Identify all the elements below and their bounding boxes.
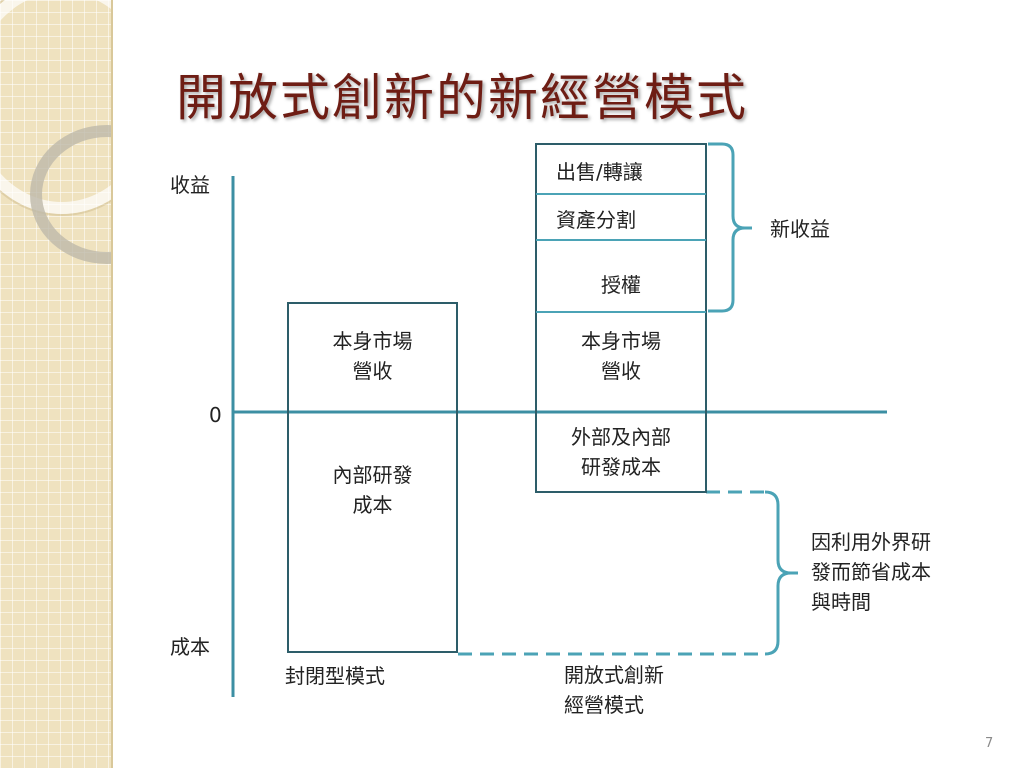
open-model-caption: 開放式創新 經營模式 [564, 660, 664, 720]
open-model-caption-line1: 開放式創新 [564, 663, 664, 687]
savings-label: 因利用外界研 發而節省成本 與時間 [811, 527, 931, 617]
segment-rd-cost-line2: 研發成本 [581, 455, 661, 479]
closed-model-revenue-line1: 本身市場 [332, 329, 413, 353]
axis-label-zero: 0 [209, 403, 222, 427]
divider-license-revenue [536, 311, 706, 313]
segment-sale-transfer: 出售/轉讓 [556, 160, 643, 184]
sidebar-divider [111, 0, 113, 768]
segment-spin-off: 資產分割 [556, 208, 636, 232]
new-revenue-label: 新收益 [770, 217, 830, 241]
savings-label-line3: 與時間 [811, 590, 871, 614]
decorative-sidebar [0, 0, 113, 768]
closed-model-cost-line1: 內部研發 [332, 463, 413, 487]
open-model-box [535, 143, 707, 493]
axis-label-cost: 成本 [170, 635, 210, 659]
segment-licensing: 授權 [601, 273, 641, 297]
segment-rd-cost: 外部及內部 研發成本 [535, 422, 707, 482]
slide-title: 開放式創新的新經營模式 [176, 69, 748, 127]
axis-label-revenue: 收益 [170, 173, 210, 197]
segment-rd-cost-line1: 外部及內部 [571, 425, 671, 449]
closed-model-cost: 內部研發 成本 [287, 460, 458, 520]
divider-sale-spin [536, 193, 706, 195]
savings-label-line1: 因利用外界研 [811, 530, 931, 554]
savings-label-line2: 發而節省成本 [811, 560, 931, 584]
new-revenue-brace [708, 142, 752, 313]
closed-model-cost-line2: 成本 [352, 493, 393, 517]
closed-model-revenue-line2: 營收 [352, 359, 393, 383]
open-model-caption-line2: 經營模式 [564, 693, 644, 717]
savings-brace [764, 490, 798, 656]
segment-market-revenue: 本身市場 營收 [535, 326, 707, 386]
closed-model-revenue: 本身市場 營收 [287, 326, 458, 386]
divider-spin-license [536, 239, 706, 241]
closed-model-caption: 封閉型模式 [285, 664, 385, 688]
segment-market-revenue-line1: 本身市場 [581, 329, 661, 353]
closed-model-box [287, 302, 458, 653]
page-number: 7 [985, 736, 994, 751]
segment-market-revenue-line2: 營收 [601, 359, 641, 383]
